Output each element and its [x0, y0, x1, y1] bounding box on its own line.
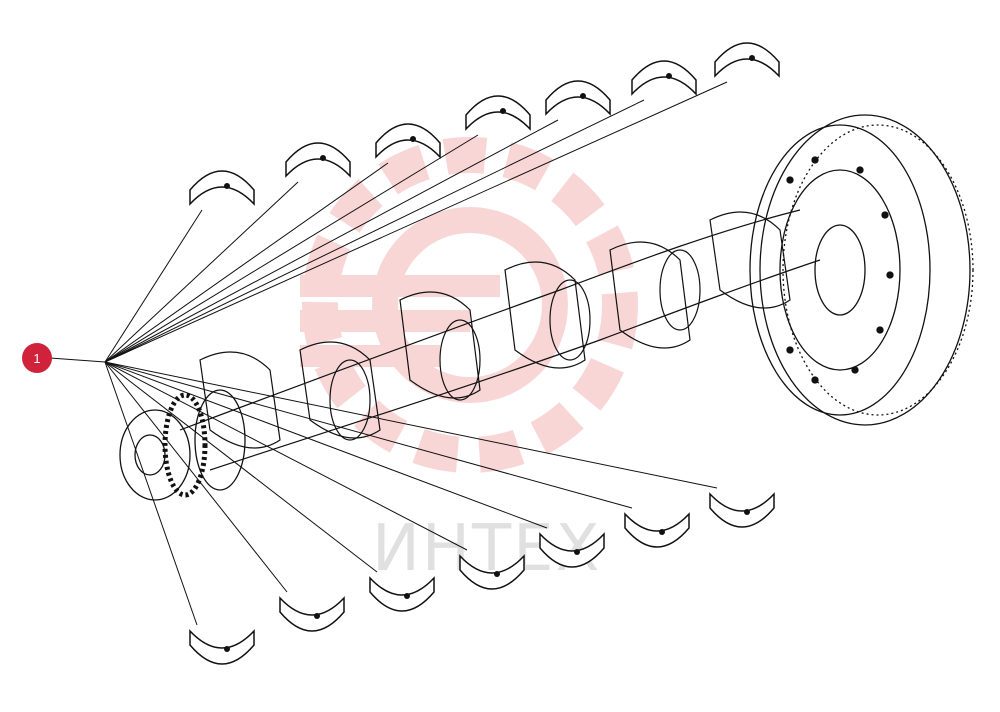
oil-hole-icon	[659, 529, 665, 535]
upper-bearing-shell	[375, 123, 441, 159]
oil-hole-icon	[500, 108, 506, 114]
upper-bearing-shell	[465, 95, 531, 131]
timing-gear	[119, 389, 246, 501]
lower-bearing-shell	[539, 532, 605, 568]
leader-line	[104, 181, 299, 363]
flywheel	[749, 114, 974, 426]
leader-line	[104, 361, 468, 551]
oil-hole-icon	[320, 155, 326, 161]
lower-bearing-shell	[189, 629, 255, 665]
oil-hole-icon	[224, 183, 230, 189]
oil-hole-icon	[666, 73, 672, 79]
callout-leader-lines	[104, 81, 728, 626]
leader-line	[104, 361, 198, 626]
oil-hole-icon	[314, 613, 320, 619]
upper-bearing-shells	[189, 42, 780, 206]
crankshaft	[179, 209, 821, 471]
leader-line	[104, 81, 728, 363]
lower-bearing-shell	[279, 596, 345, 632]
callout-badge-1[interactable]: 1	[22, 343, 52, 373]
upper-bearing-shell	[285, 142, 351, 178]
oil-hole-icon	[574, 549, 580, 555]
leader-line	[104, 119, 559, 363]
oil-hole-icon	[494, 571, 500, 577]
callout-badge-label: 1	[33, 351, 40, 366]
lower-bearing-shell	[459, 554, 525, 590]
oil-hole-icon	[404, 593, 410, 599]
leader-line	[104, 99, 645, 363]
oil-hole-icon	[744, 509, 750, 515]
lower-bearing-shell	[369, 576, 435, 612]
lower-bearing-shell	[624, 512, 690, 548]
leader-line	[104, 134, 479, 363]
oil-hole-icon	[749, 55, 755, 61]
oil-hole-icon	[580, 93, 586, 99]
leader-line	[104, 361, 633, 509]
upper-bearing-shell	[714, 42, 780, 78]
upper-bearing-shell	[631, 60, 697, 96]
callout-badge-circle[interactable]	[22, 343, 52, 373]
leader-line	[104, 361, 548, 529]
leader-line	[104, 361, 718, 489]
leader-line	[104, 361, 378, 573]
oil-hole-icon	[224, 646, 230, 652]
leader-line	[104, 162, 389, 363]
watermark-gear-logo	[300, 137, 638, 473]
lower-bearing-shell	[709, 492, 775, 528]
upper-bearing-shell	[545, 80, 611, 116]
callout-pointer-line	[49, 357, 106, 363]
leader-line	[104, 209, 203, 363]
lower-bearing-shells	[189, 492, 775, 665]
leader-line	[104, 361, 288, 593]
oil-hole-icon	[410, 136, 416, 142]
upper-bearing-shell	[189, 170, 255, 206]
